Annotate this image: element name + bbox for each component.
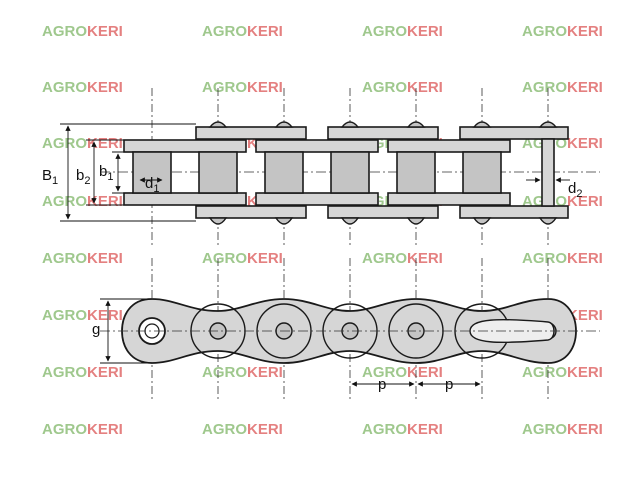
agrokeri-watermark: AGROKERI bbox=[362, 421, 443, 438]
agrokeri-watermark: AGROKERI bbox=[202, 79, 283, 96]
label-b1: b1 bbox=[99, 163, 113, 183]
chain-top-view: B1 b2 b1 d1 d2 bbox=[42, 88, 600, 246]
label-b2: b2 bbox=[76, 167, 90, 187]
agrokeri-watermark: AGROKERI bbox=[202, 421, 283, 438]
chain-side-view: g p p bbox=[92, 258, 600, 400]
label-B1: B1 bbox=[42, 167, 58, 187]
end-pin bbox=[541, 138, 555, 207]
pin-heads bbox=[208, 121, 558, 225]
agrokeri-watermark: AGROKERI bbox=[42, 364, 123, 381]
label-d1: d1 bbox=[145, 175, 159, 195]
label-pitch-right: p bbox=[445, 376, 453, 393]
outer-plates bbox=[195, 126, 569, 219]
agrokeri-watermark: AGROKERI bbox=[522, 364, 603, 381]
agrokeri-watermark: AGROKERI bbox=[42, 135, 123, 152]
label-pitch-left: p bbox=[378, 376, 386, 393]
agrokeri-watermark: AGROKERI bbox=[362, 23, 443, 40]
agrokeri-watermark: AGROKERI bbox=[42, 421, 123, 438]
agrokeri-watermark: AGROKERI bbox=[522, 421, 603, 438]
agrokeri-watermark: AGROKERI bbox=[522, 79, 603, 96]
agrokeri-watermark: AGROKERI bbox=[522, 250, 603, 267]
agrokeri-watermark: AGROKERI bbox=[42, 307, 123, 324]
label-g: g bbox=[92, 321, 100, 338]
agrokeri-watermark: AGROKERI bbox=[202, 250, 283, 267]
rollers-top bbox=[132, 151, 502, 194]
agrokeri-watermark: AGROKERI bbox=[202, 23, 283, 40]
agrokeri-watermark: AGROKERI bbox=[522, 23, 603, 40]
agrokeri-watermark: AGROKERI bbox=[362, 250, 443, 267]
agrokeri-watermark: AGROKERI bbox=[202, 364, 283, 381]
agrokeri-watermark: AGROKERI bbox=[42, 250, 123, 267]
agrokeri-watermark: AGROKERI bbox=[362, 79, 443, 96]
label-d2: d2 bbox=[568, 180, 582, 200]
dimension-lines-top bbox=[60, 123, 570, 222]
watermark-layer: AGROKERI AGROKERI AGROKERI AGROKERI AGROKERI… bbox=[42, 23, 603, 438]
inner-plates bbox=[123, 139, 511, 206]
agrokeri-watermark: AGROKERI bbox=[42, 193, 123, 210]
dimension-g bbox=[100, 298, 152, 364]
agrokeri-watermark: AGROKERI bbox=[362, 364, 443, 381]
agrokeri-watermark: AGROKERI bbox=[42, 79, 123, 96]
agrokeri-watermark: AGROKERI bbox=[42, 23, 123, 40]
